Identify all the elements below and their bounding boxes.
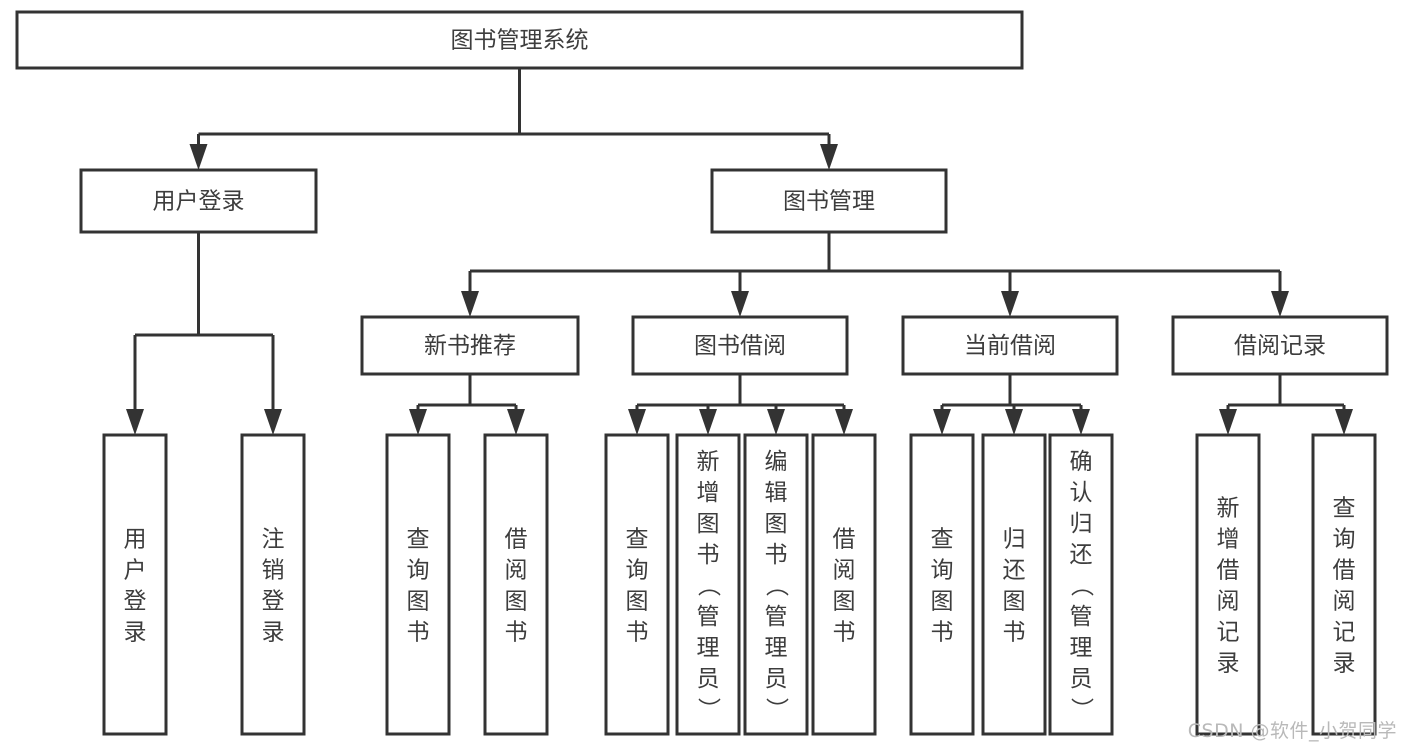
node-l3_user_login[interactable]: 用户登录: [102, 433, 168, 736]
connector-group-l2_new_book_rec: [409, 374, 525, 435]
arrow-head-l1_book_manage: [820, 144, 838, 170]
node-box-l3_edit_book[interactable]: [743, 433, 809, 736]
connector-group-l1_book_manage: [461, 232, 1289, 317]
node-label-l2_new_book_rec: 新书推荐: [424, 333, 516, 359]
node-box-l2_borrow_record[interactable]: [1171, 315, 1389, 376]
connector-group-root: [189, 68, 838, 170]
node-l1_book_manage[interactable]: 图书管理: [710, 168, 948, 234]
arrow-head-l2_current_borrow: [1001, 291, 1019, 317]
arrow-head-l2_borrow_record: [1271, 291, 1289, 317]
node-box-l3_user_login[interactable]: [102, 433, 168, 736]
node-label-root: 图书管理系统: [451, 28, 589, 54]
node-box-l2_current_borrow[interactable]: [901, 315, 1119, 376]
node-label-l3_query_book_a: 查询图书: [407, 527, 430, 646]
node-l3_edit_book[interactable]: 编辑图书（管理员）: [743, 433, 809, 736]
node-l2_borrow_record[interactable]: 借阅记录: [1171, 315, 1389, 376]
node-box-l3_query_book_c[interactable]: [909, 433, 975, 736]
node-layer: 图书管理系统用户登录图书管理新书推荐图书借阅当前借阅借阅记录用户登录注销登录查询…: [15, 10, 1389, 736]
node-l3_borrow_book_b[interactable]: 借阅图书: [811, 433, 877, 736]
node-l2_book_borrow[interactable]: 图书借阅: [631, 315, 849, 376]
node-box-l3_add_book[interactable]: [675, 433, 741, 736]
node-box-l2_book_borrow[interactable]: [631, 315, 849, 376]
arrow-head-l3_edit_book: [767, 409, 785, 435]
node-l2_current_borrow[interactable]: 当前借阅: [901, 315, 1119, 376]
node-label-l3_borrow_book_b: 借阅图书: [833, 527, 856, 646]
arrow-head-l3_query_book_c: [933, 409, 951, 435]
connector-group-l2_borrow_record: [1219, 374, 1353, 435]
node-root[interactable]: 图书管理系统: [15, 10, 1024, 70]
node-label-l3_query_book_c: 查询图书: [931, 527, 954, 646]
arrow-head-l3_logout: [264, 409, 282, 435]
arrow-head-l3_borrow_book_a: [507, 409, 525, 435]
arrow-head-l3_return_book: [1005, 409, 1023, 435]
node-label-l1_user_login: 用户登录: [153, 189, 245, 215]
node-l3_logout[interactable]: 注销登录: [240, 433, 306, 736]
arrow-head-l3_query_book_a: [409, 409, 427, 435]
node-box-l3_logout[interactable]: [240, 433, 306, 736]
node-l1_user_login[interactable]: 用户登录: [79, 168, 318, 234]
arrow-head-l3_add_book: [699, 409, 717, 435]
node-label-l3_add_book: 新增图书（管理员）: [697, 449, 722, 723]
node-label-l3_query_book_b: 查询图书: [626, 527, 649, 646]
node-l3_add_record[interactable]: 新增借阅记录: [1195, 433, 1261, 736]
node-box-l3_borrow_book_a[interactable]: [483, 433, 549, 736]
node-label-l3_add_record: 新增借阅记录: [1217, 496, 1240, 677]
node-l3_add_book[interactable]: 新增图书（管理员）: [675, 433, 741, 736]
node-l2_new_book_rec[interactable]: 新书推荐: [360, 315, 580, 376]
node-box-l3_borrow_book_b[interactable]: [811, 433, 877, 736]
node-label-l3_confirm_return: 确认归还（管理员）: [1070, 449, 1095, 723]
arrow-head-l2_new_book_rec: [461, 291, 479, 317]
connector-group-l2_book_borrow: [628, 374, 853, 435]
node-box-l3_query_record[interactable]: [1311, 433, 1377, 736]
arrow-head-l3_add_record: [1219, 409, 1237, 435]
node-l3_query_record[interactable]: 查询借阅记录: [1311, 433, 1377, 736]
node-l3_query_book_b[interactable]: 查询图书: [604, 433, 670, 736]
node-box-root[interactable]: [15, 10, 1024, 70]
node-box-l1_user_login[interactable]: [79, 168, 318, 234]
arrow-head-l2_book_borrow: [731, 291, 749, 317]
node-l3_confirm_return[interactable]: 确认归还（管理员）: [1048, 433, 1114, 736]
watermark-label: CSDN @软件_小贺同学: [1187, 720, 1397, 742]
node-box-l2_new_book_rec[interactable]: [360, 315, 580, 376]
node-label-l3_edit_book: 编辑图书（管理员）: [765, 449, 790, 723]
node-l3_query_book_a[interactable]: 查询图书: [385, 433, 451, 736]
node-label-l3_borrow_book_a: 借阅图书: [505, 527, 528, 646]
connector-group-l1_user_login: [126, 232, 282, 435]
arrow-head-l3_confirm_return: [1072, 409, 1090, 435]
node-label-l3_user_login: 用户登录: [124, 527, 147, 646]
node-label-l2_borrow_record: 借阅记录: [1234, 333, 1326, 359]
node-l3_borrow_book_a[interactable]: 借阅图书: [483, 433, 549, 736]
node-label-l2_book_borrow: 图书借阅: [694, 333, 786, 359]
node-label-l3_logout: 注销登录: [262, 527, 285, 646]
arrow-head-l3_user_login: [126, 409, 144, 435]
connector-layer: [126, 68, 1353, 435]
node-box-l3_add_record[interactable]: [1195, 433, 1261, 736]
node-l3_return_book[interactable]: 归还图书: [981, 433, 1047, 736]
node-box-l1_book_manage[interactable]: [710, 168, 948, 234]
node-box-l3_return_book[interactable]: [981, 433, 1047, 736]
node-l3_query_book_c[interactable]: 查询图书: [909, 433, 975, 736]
node-box-l3_query_book_b[interactable]: [604, 433, 670, 736]
node-box-l3_confirm_return[interactable]: [1048, 433, 1114, 736]
node-label-l3_return_book: 归还图书: [1003, 527, 1026, 646]
arrow-head-l3_query_book_b: [628, 409, 646, 435]
connector-group-l2_current_borrow: [933, 374, 1090, 435]
node-label-l1_book_manage: 图书管理: [783, 189, 875, 215]
node-label-l3_query_record: 查询借阅记录: [1333, 496, 1356, 677]
node-box-l3_query_book_a[interactable]: [385, 433, 451, 736]
node-label-l2_current_borrow: 当前借阅: [964, 333, 1056, 359]
arrow-head-l3_query_record: [1335, 409, 1353, 435]
arrow-head-l3_borrow_book_b: [835, 409, 853, 435]
arrow-head-l1_user_login: [189, 144, 208, 170]
